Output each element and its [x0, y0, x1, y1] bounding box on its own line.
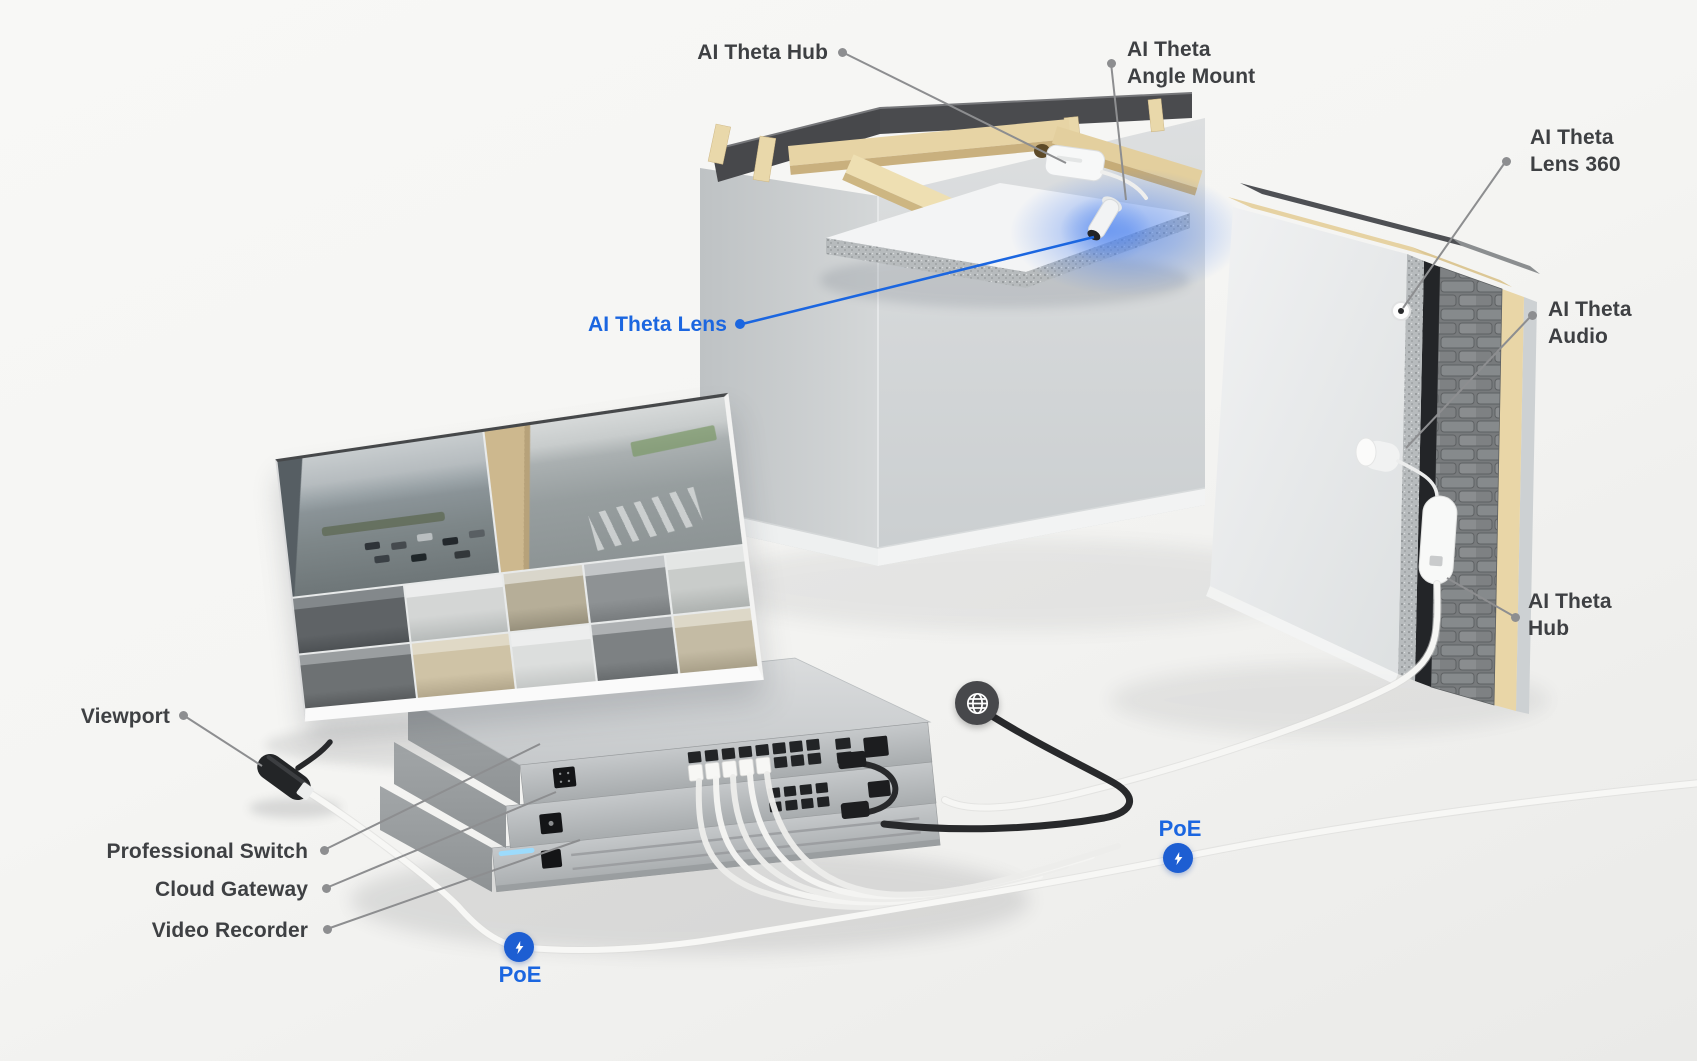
camera-feed-office — [510, 625, 596, 691]
globe-icon — [966, 692, 988, 714]
theta-lens-360-device — [1391, 301, 1411, 321]
wall-assembly — [1206, 183, 1540, 714]
internet-cable — [861, 712, 1134, 833]
cloud-gateway-unit — [505, 760, 937, 849]
lightning-bolt-icon — [1174, 851, 1182, 865]
leader-line-lens — [741, 235, 1095, 326]
viewport-dongle — [257, 754, 314, 800]
callout-line: Hub — [1528, 617, 1570, 640]
callout-line: AI Theta — [1548, 298, 1632, 321]
callout-professional-switch: Professional Switch — [106, 840, 308, 863]
callout-video-recorder: Video Recorder — [151, 919, 308, 942]
wall-outer-panel — [1516, 297, 1537, 714]
wall-top-slab — [1240, 183, 1474, 249]
poe-label-bottom: PoE — [498, 962, 542, 987]
camera-feed-office — [503, 565, 589, 632]
monitor-cable — [295, 739, 333, 771]
switch-side — [408, 700, 520, 805]
cable-connectors — [837, 750, 870, 820]
wood-studs — [707, 98, 1165, 183]
theta-audio-device — [1355, 437, 1400, 472]
wall-top-wood — [1228, 197, 1436, 258]
camera-feed-office — [292, 586, 410, 654]
camera-feed-office — [411, 633, 516, 700]
camera-feed-intersection — [484, 396, 745, 573]
wall-top-capstone — [1452, 238, 1540, 274]
camera-feed-office — [583, 555, 672, 623]
roof-slab — [880, 93, 1192, 134]
callout-line: Angle Mount — [1127, 65, 1256, 88]
callout-theta-audio: AI Theta Audio — [1548, 296, 1632, 350]
leader-dot — [179, 711, 188, 720]
camera-feed-office — [591, 616, 679, 684]
baseboard — [878, 488, 1205, 566]
callout-theta-lens-360: AI Theta Lens 360 — [1530, 124, 1621, 178]
ethernet-ports — [687, 735, 889, 769]
callout-line: AI Theta — [1127, 38, 1211, 61]
cable-poe-run — [304, 779, 1697, 954]
ceiling-assembly — [707, 92, 1246, 296]
leader-dot — [320, 846, 329, 855]
camera-feed-waterfront — [277, 432, 499, 598]
lightning-bolt-icon — [515, 940, 523, 954]
callout-theta-lens: AI Theta Lens — [588, 313, 727, 336]
leader-dot — [1511, 613, 1520, 622]
wall-front-panel — [1210, 207, 1407, 674]
callout-line: AI Theta — [1528, 590, 1612, 613]
wall-top-plank — [1412, 247, 1512, 287]
camera-feed-office — [673, 607, 758, 676]
roof-slab — [712, 108, 880, 182]
leader-dot — [323, 925, 332, 934]
callout-viewport: Viewport — [80, 705, 170, 728]
theta-hub-wall-device — [1418, 495, 1458, 585]
poe-badge-bottom — [504, 932, 534, 962]
wall-stone-layer — [1430, 266, 1503, 706]
camera-feed-office — [404, 574, 509, 642]
wall-bottom-trim — [1206, 586, 1398, 684]
callout-theta-hub-wall: AI Theta Hub — [1528, 588, 1612, 642]
leader-dot — [838, 48, 847, 57]
theta-lens-device — [1087, 196, 1122, 241]
callout-cloud-gateway: Cloud Gateway — [155, 878, 308, 901]
rack-stack — [380, 657, 941, 893]
recorder-side — [380, 786, 492, 892]
poe-label-right: PoE — [1158, 816, 1202, 841]
callout-theta-hub-ceiling: AI Theta Hub — [697, 41, 828, 64]
cable-wall-to-rack — [941, 580, 1442, 812]
internet-badge — [955, 681, 999, 725]
camera-feed-office — [299, 644, 416, 709]
professional-switch-unit — [519, 721, 933, 806]
leader-dot-blue — [735, 319, 745, 329]
wall-wood-layer — [1494, 289, 1524, 711]
callout-line: AI Theta — [1530, 126, 1614, 149]
gateway-side — [394, 742, 506, 848]
leader-dot — [322, 884, 331, 893]
theta-hub-ceiling-device — [1044, 144, 1106, 182]
callout-line: Lens 360 — [1530, 153, 1621, 176]
leader-dot — [1502, 157, 1511, 166]
poe-badge-right — [1163, 843, 1193, 873]
cable-plugs — [687, 756, 772, 782]
leader-dot — [1528, 311, 1537, 320]
panel-edge — [826, 238, 1026, 288]
wall-cavity — [1415, 261, 1440, 687]
callout-line: Audio — [1548, 325, 1608, 348]
callout-theta-angle-mount: AI Theta Angle Mount — [1127, 36, 1255, 90]
leader-dot — [1107, 59, 1116, 68]
leader-lines — [182, 51, 1533, 930]
camera-feed-office — [666, 545, 758, 615]
